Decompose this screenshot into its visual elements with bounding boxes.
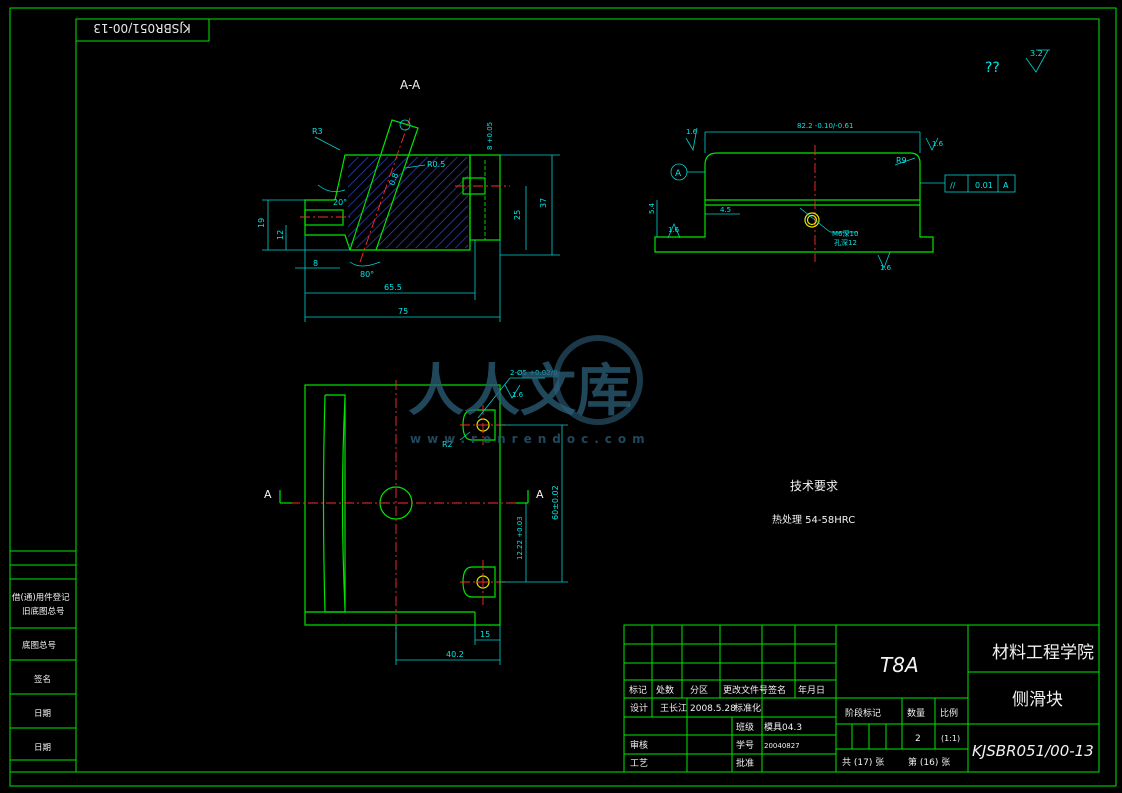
svg-text:R0.5: R0.5 [427,160,445,169]
svg-text:1.6: 1.6 [512,391,524,399]
svg-text:借(通)用件登记: 借(通)用件登记 [12,592,70,603]
svg-text:标记: 标记 [629,684,647,696]
svg-text:60±0.02: 60±0.02 [551,485,560,520]
side-strip: 借(通)用件登记 旧底图总号 底图总号 签名 日期 日期 [9,550,77,773]
svg-text:审核: 审核 [630,739,648,751]
svg-text:8 +0.05: 8 +0.05 [486,122,494,150]
watermark-brand: 人人文库 [408,359,632,424]
svg-text:25: 25 [513,210,522,220]
svg-text:2-Ø5 +0.02/0: 2-Ø5 +0.02/0 [510,369,557,377]
svg-text:1.6: 1.6 [880,264,892,272]
svg-text:工艺: 工艺 [630,758,648,769]
svg-text:15: 15 [480,630,490,639]
svg-text:R2: R2 [442,440,453,449]
roughness-symbol: ?? [985,60,1000,76]
svg-text:(1:1): (1:1) [941,734,960,743]
svg-text:孔深12: 孔深12 [834,238,857,247]
svg-text:学号: 学号 [736,739,754,751]
svg-text:数量: 数量 [907,707,925,719]
svg-text:2008.5.28: 2008.5.28 [690,704,736,714]
svg-text:65.5: 65.5 [384,283,402,292]
svg-text:12: 12 [276,230,285,240]
title-block: 标记 处数 分区 更改文件号 签名 年月日 设计 王长江 2008.5.28 标… [623,624,1100,773]
svg-text:A: A [264,488,272,501]
svg-text:M6深10: M6深10 [832,229,858,238]
svg-text:1.6: 1.6 [932,140,944,148]
svg-text:8: 8 [313,259,318,268]
school-name: 材料工程学院 [992,643,1094,663]
parallelism-tolerance: // 0.01 A [920,174,1016,193]
svg-text:设计: 设计 [630,702,648,714]
svg-text:R9: R9 [896,156,907,165]
svg-text:19: 19 [257,218,266,228]
svg-text:82.2 -0.10/-0.61: 82.2 -0.10/-0.61 [797,122,853,130]
svg-text:批准: 批准 [736,757,754,769]
svg-text:日期: 日期 [34,743,51,753]
svg-text:4.5: 4.5 [720,206,731,214]
svg-text:签名: 签名 [34,674,51,685]
top-code: KJSBR051/00-13 [93,21,190,35]
top-code-box: KJSBR051/00-13 [75,18,210,42]
svg-text:标准化: 标准化 [734,702,761,714]
svg-text:阶段标记: 阶段标记 [845,707,881,719]
roughness-note: ?? 3.2 [985,49,1050,76]
svg-text:旧底图总号: 旧底图总号 [22,606,65,617]
svg-text:年月日: 年月日 [798,684,825,696]
svg-text:5.4: 5.4 [648,202,656,214]
svg-text:比例: 比例 [940,707,958,719]
svg-text:1.6: 1.6 [668,226,680,234]
svg-text:R3: R3 [312,127,323,136]
roughness-value: 3.2 [1030,49,1043,58]
watermark: 人人文库 www.renrendoc.com [408,335,651,446]
section-view: 37 25 19 12 8 65.5 75 R3 R0.5 20° 80° 0.… [257,117,560,322]
svg-text:75: 75 [398,307,408,316]
svg-text:40.2: 40.2 [446,650,464,659]
svg-text:0.8: 0.8 [387,172,400,187]
svg-text:20040827: 20040827 [764,742,800,750]
svg-text:底图总号: 底图总号 [22,640,56,651]
svg-text:1.6: 1.6 [686,128,698,136]
svg-text:班级: 班级 [736,721,754,733]
svg-text:20°: 20° [333,198,347,207]
svg-text:签名: 签名 [768,684,786,696]
material: T8A [880,653,919,677]
svg-text:A: A [536,488,544,501]
svg-text:第 (16) 张: 第 (16) 张 [908,756,950,768]
tech-requirements-item: 热处理 54-58HRC [772,513,855,526]
svg-text:12.22 +0.03: 12.22 +0.03 [516,516,524,560]
part-name: 侧滑块 [1012,690,1063,710]
outer-frame [9,7,1117,787]
side-view: 82.2 -0.10/-0.61 R9 4.5 5.4 1.6 M6深10 孔深… [648,122,1016,272]
svg-text:80°: 80° [360,270,374,279]
svg-text:模具04.3: 模具04.3 [764,722,802,733]
svg-text:分区: 分区 [690,685,708,696]
svg-text:A: A [1003,181,1009,190]
datum-a: A [675,169,682,179]
svg-text:0.01: 0.01 [975,181,993,190]
watermark-url: www.renrendoc.com [410,432,651,446]
svg-text:37: 37 [539,198,548,208]
svg-text:共 (17) 张: 共 (17) 张 [842,757,884,768]
svg-text:王长江: 王长江 [660,702,687,714]
svg-text:处数: 处数 [656,684,674,696]
plan-view: A A 60±0.02 12.22 +0.03 15 40.2 2-Ø5 +0.… [264,369,568,665]
drawing-number: KJSBR051/00-13 [972,742,1094,760]
svg-text:更改文件号: 更改文件号 [723,684,768,696]
section-label: A-A [400,78,421,92]
svg-text://: // [950,181,956,190]
inner-frame [75,18,1100,773]
tech-requirements-title: 技术要求 [790,479,838,493]
svg-text:2: 2 [915,734,921,744]
svg-text:日期: 日期 [34,709,51,719]
